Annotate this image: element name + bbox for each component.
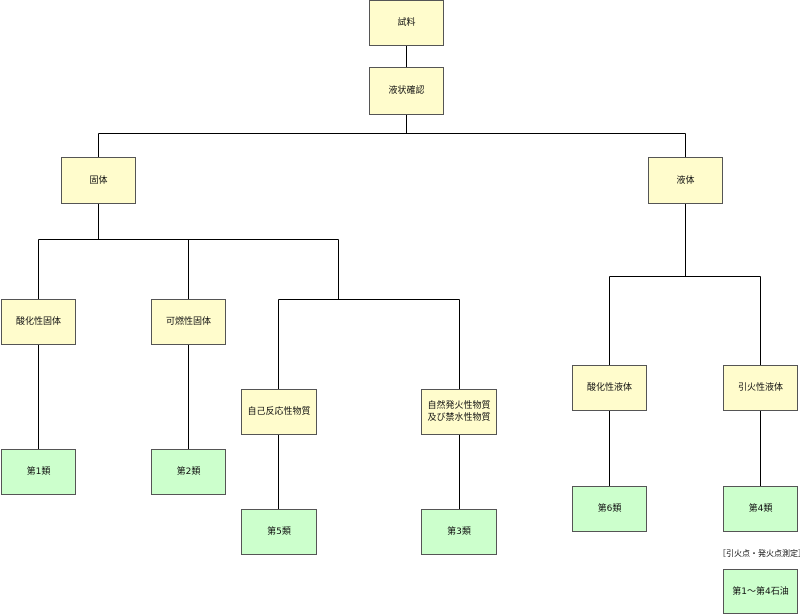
- node-solid: 固体: [61, 157, 136, 204]
- node-pyrophoric-water-reactive: 自然発火性物質 及び禁水性物質: [421, 389, 497, 435]
- node-class-4: 第4類: [723, 486, 798, 532]
- flash-point-measurement-note: ［引火点・発火点測定］: [718, 549, 800, 558]
- node-liquid: 液体: [648, 157, 723, 204]
- node-self-reactive: 自己反応性物質: [241, 389, 317, 435]
- node-class-6: 第6類: [572, 486, 647, 532]
- node-sample: 試料: [369, 0, 444, 46]
- node-oxidizing-solid: 酸化性固体: [1, 299, 76, 345]
- node-class-3: 第3類: [421, 509, 497, 555]
- node-flammable-liquid: 引火性液体: [723, 365, 798, 411]
- node-class-2: 第2類: [151, 449, 226, 495]
- node-liquid-check: 液状確認: [369, 67, 444, 115]
- node-flammable-solid: 可燃性固体: [151, 299, 226, 345]
- node-class-1: 第1類: [1, 449, 76, 495]
- node-class-5: 第5類: [241, 509, 317, 555]
- node-petroleum-classes: 第1～第4石油: [723, 569, 798, 614]
- node-oxidizing-liquid: 酸化性液体: [572, 365, 647, 411]
